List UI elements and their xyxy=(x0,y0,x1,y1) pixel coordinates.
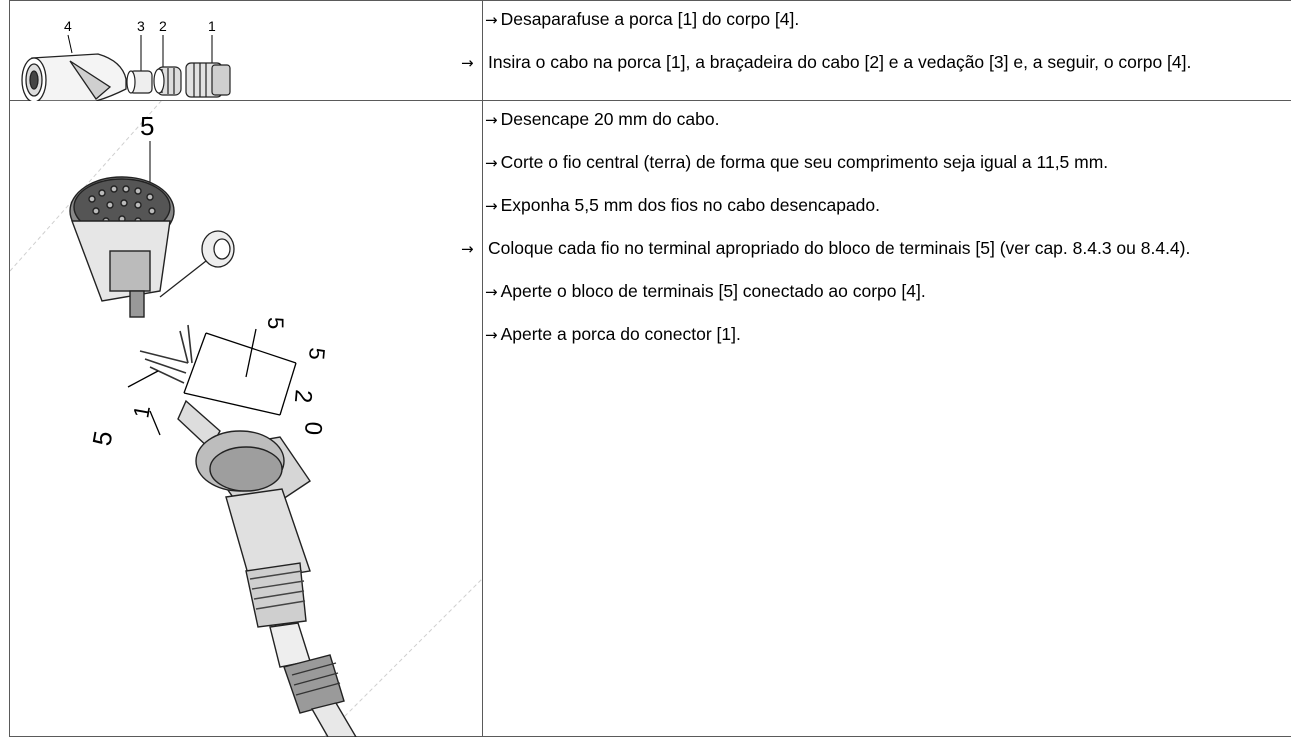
assembly-figure-cell: 5 xyxy=(10,101,483,737)
instruction-step: →Coloque cada fio no terminal apropriado… xyxy=(485,235,1285,262)
dimension-label: 5 xyxy=(263,317,288,329)
connector-seal-part xyxy=(127,71,152,93)
connector-nut-part xyxy=(186,63,230,97)
dimension-label: 5 xyxy=(304,347,330,361)
cable-body-assembly xyxy=(178,401,356,737)
arrow-right-icon: → xyxy=(485,7,498,33)
step-text: Aperte o bloco de terminais [5] conectad… xyxy=(501,281,926,301)
arrow-right-icon: → xyxy=(485,150,498,176)
step-text: Insira o cabo na porca [1], a braçadeira… xyxy=(488,52,1191,72)
instruction-text-cell: →Desencape 20 mm do cabo. →Corte o fio c… xyxy=(483,101,1291,737)
step-text: Corte o fio central (terra) de forma que… xyxy=(501,152,1109,172)
dimension-label: 5 xyxy=(86,429,118,448)
step-text: Exponha 5,5 mm dos fios no cabo desencap… xyxy=(501,195,880,215)
arrow-right-icon: → xyxy=(485,107,498,133)
table-row: 5 xyxy=(10,101,1291,737)
step-text: Aperte a porca do conector [1]. xyxy=(501,324,741,344)
instruction-step: →Aperte o bloco de terminais [5] conecta… xyxy=(485,278,1285,305)
step-text: Desencape 20 mm do cabo. xyxy=(501,109,720,129)
step-text: Coloque cada fio no terminal apropriado … xyxy=(488,238,1190,258)
callout-3: 3 xyxy=(137,18,145,34)
callout-1: 1 xyxy=(208,18,216,34)
callout-5: 5 xyxy=(140,111,154,141)
connector-body-part xyxy=(22,54,126,101)
connector-parts-illustration: 4 3 2 1 xyxy=(10,1,482,101)
instruction-step: →Corte o fio central (terra) de forma qu… xyxy=(485,149,1285,176)
dimension-label: 1 xyxy=(128,403,155,419)
dimension-lines xyxy=(128,329,296,435)
arrow-right-icon: → xyxy=(485,193,498,219)
instruction-step: →Aperte a porca do conector [1]. xyxy=(485,321,1285,348)
callout-4: 4 xyxy=(64,18,72,34)
instruction-text-cell: →Desaparafuse a porca [1] do corpo [4]. … xyxy=(483,1,1291,101)
instruction-step: →Insira o cabo na porca [1], a braçadeir… xyxy=(485,49,1285,76)
dimension-label: 0 xyxy=(299,420,327,436)
terminal-block-part xyxy=(70,177,174,317)
arrow-right-icon: → xyxy=(485,322,498,348)
callout-2: 2 xyxy=(159,18,167,34)
connector-parts-figure-cell: 4 3 2 1 xyxy=(10,1,483,101)
arrow-right-icon: → xyxy=(485,279,498,305)
stripped-wires xyxy=(140,325,192,383)
dimension-label: 2 xyxy=(289,388,317,404)
cable-assembly-illustration: 5 xyxy=(10,101,482,737)
instruction-table: 4 3 2 1 xyxy=(9,0,1291,737)
instruction-step: →Exponha 5,5 mm dos fios no cabo desenca… xyxy=(485,192,1285,219)
table-row: 4 3 2 1 xyxy=(10,1,1291,101)
instruction-step: →Desaparafuse a porca [1] do corpo [4]. xyxy=(485,6,1285,33)
instruction-step: →Desencape 20 mm do cabo. xyxy=(485,106,1285,133)
cable-clamp-part xyxy=(154,67,181,95)
seal-ring-part xyxy=(160,231,234,297)
step-text: Desaparafuse a porca [1] do corpo [4]. xyxy=(501,9,800,29)
